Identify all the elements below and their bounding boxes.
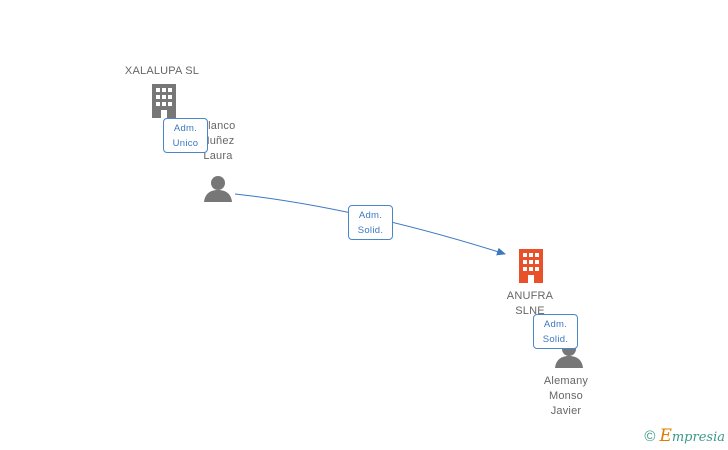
badge-line-1: Adm.: [543, 319, 568, 330]
brand-watermark: © Empresia: [644, 426, 725, 446]
building-icon[interactable]: [150, 84, 180, 118]
copyright-icon: ©: [644, 427, 656, 445]
node-blanco-line-3: Laura: [203, 150, 233, 162]
badge-line-1: Adm.: [358, 210, 383, 221]
node-xalalupa-label: XALALUPA SL: [124, 65, 200, 77]
brand-initial: E: [659, 426, 672, 446]
node-blanco-label: Blanco Nuñez Laura: [180, 119, 256, 164]
badge-adm-unico: Adm. Unico: [163, 118, 208, 153]
brand-name: mpresia: [671, 430, 725, 445]
person-icon[interactable]: [203, 174, 233, 204]
badge-adm-solid: Adm. Solid.: [533, 314, 578, 349]
node-alemany-line-1: Alemany: [543, 375, 589, 387]
badge-adm-solid-edge: Adm. Solid.: [348, 205, 393, 240]
node-alemany-line-3: Javier: [550, 405, 582, 417]
badge-line-2: Solid.: [542, 334, 569, 345]
badge-line-1: Adm.: [173, 123, 198, 134]
node-alemany-label: Alemany Monso Javier: [526, 374, 606, 419]
node-blanco-line-1: Blanco: [200, 120, 236, 132]
node-blanco-line-2: Nuñez: [201, 135, 235, 147]
node-anufra-line-1: ANUFRA: [506, 290, 554, 302]
building-icon[interactable]: [517, 249, 547, 283]
badge-line-2: Solid.: [357, 225, 384, 236]
node-alemany-line-2: Monso: [548, 390, 584, 402]
badge-line-2: Unico: [172, 138, 199, 149]
brand-logo: Empresia: [659, 426, 725, 446]
